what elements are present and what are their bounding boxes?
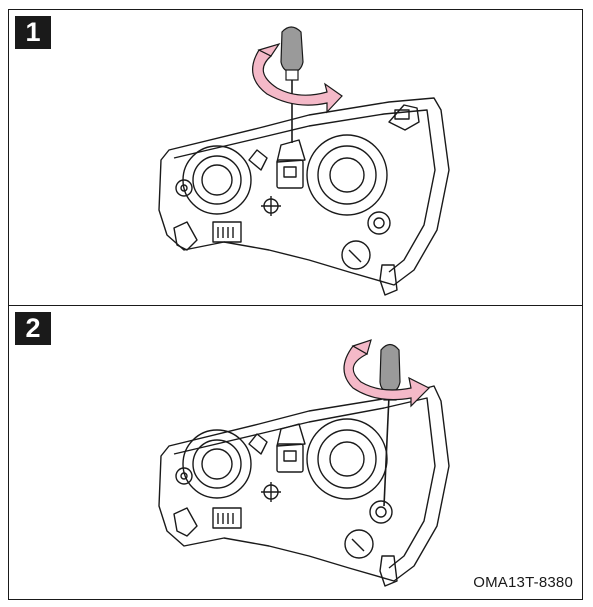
step-number-badge: 2 bbox=[15, 312, 51, 345]
step-number-badge: 1 bbox=[15, 16, 51, 49]
rotation-arrow-icon bbox=[343, 339, 431, 408]
rotation-arrow-icon bbox=[252, 42, 343, 114]
headlamp-housing bbox=[158, 385, 450, 582]
step-panel-2: 2 bbox=[9, 306, 582, 599]
high-beam-reflector bbox=[306, 418, 388, 500]
figure-code-label: OMA13T-8380 bbox=[473, 574, 573, 591]
screwdriver-icon bbox=[280, 26, 304, 143]
panel-divider bbox=[9, 305, 582, 306]
high-beam-reflector bbox=[306, 134, 388, 216]
step-panel-1: 1 bbox=[9, 10, 582, 305]
headlamp-illustration bbox=[158, 339, 450, 587]
headlamp-illustration bbox=[158, 26, 450, 296]
low-beam-reflector bbox=[182, 429, 252, 499]
figure-frame: 1 bbox=[8, 9, 583, 600]
